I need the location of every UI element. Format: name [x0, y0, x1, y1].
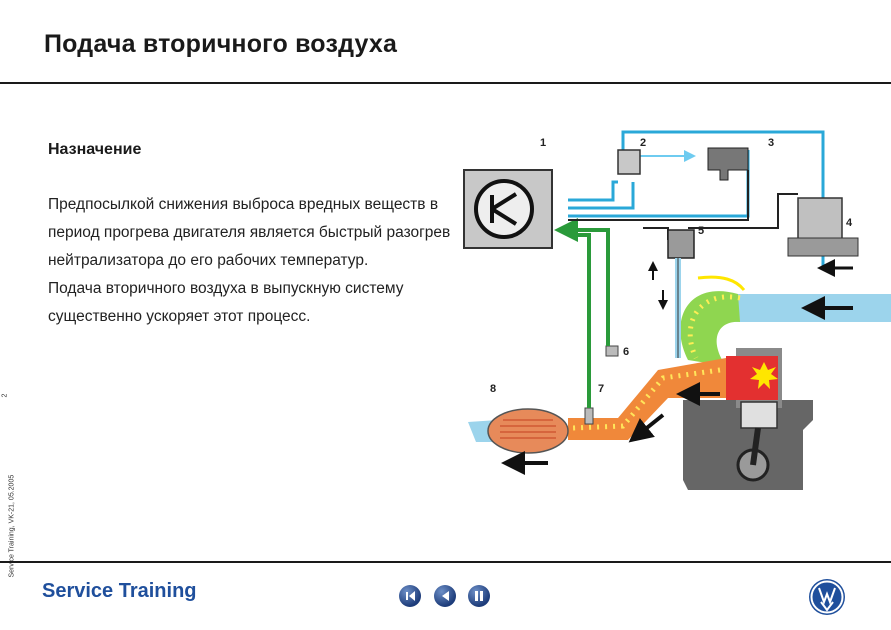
piston	[740, 401, 778, 429]
paragraph-1: Предпосылкой снижения выброса вредных ве…	[48, 196, 451, 269]
page-number: 2	[1, 393, 9, 398]
page-title: Подача вторичного воздуха	[44, 30, 398, 58]
top-divider	[0, 82, 891, 84]
first-icon	[406, 591, 415, 601]
exhaust-pipe	[568, 358, 726, 440]
vw-logo-icon	[809, 579, 845, 615]
body-text: Предпосылкой снижения выброса вредных ве…	[48, 191, 468, 331]
label-5: 5	[698, 225, 704, 237]
label-3: 3	[768, 137, 774, 149]
engine-block	[683, 400, 813, 490]
label-7: 7	[598, 383, 604, 395]
signal-lines	[568, 130, 825, 270]
secondary-air-diagram: 1 2 3 4 5 6 7 8	[463, 130, 891, 490]
intake-manifold	[680, 291, 740, 366]
label-8: 8	[490, 383, 496, 395]
exhaust-arrow	[628, 413, 665, 443]
label-1: 1	[540, 137, 546, 149]
back-button[interactable]	[434, 585, 456, 607]
relay	[617, 149, 641, 175]
vacuum-line	[573, 228, 610, 408]
bottom-divider	[0, 561, 891, 563]
catalytic-converter	[487, 408, 569, 454]
temp-sensor	[605, 345, 619, 357]
side-meta: Service Training, VK-21, 05.2005	[8, 474, 16, 578]
paragraph-2: Подача вторичного воздуха в выпускную си…	[48, 280, 404, 325]
section-heading: Назначение	[48, 141, 142, 158]
pause-icon	[475, 591, 483, 601]
back-icon	[442, 591, 449, 601]
label-6: 6	[623, 346, 629, 358]
pause-button[interactable]	[468, 585, 490, 607]
first-button[interactable]	[399, 585, 421, 607]
spark-icon	[750, 362, 778, 389]
lambda-sensor	[584, 407, 594, 425]
combination-valve	[707, 147, 749, 181]
footer-brand: Service Training	[42, 580, 197, 602]
label-2: 2	[640, 137, 646, 149]
secondary-air-valve	[667, 229, 695, 259]
label-4: 4	[846, 217, 853, 229]
